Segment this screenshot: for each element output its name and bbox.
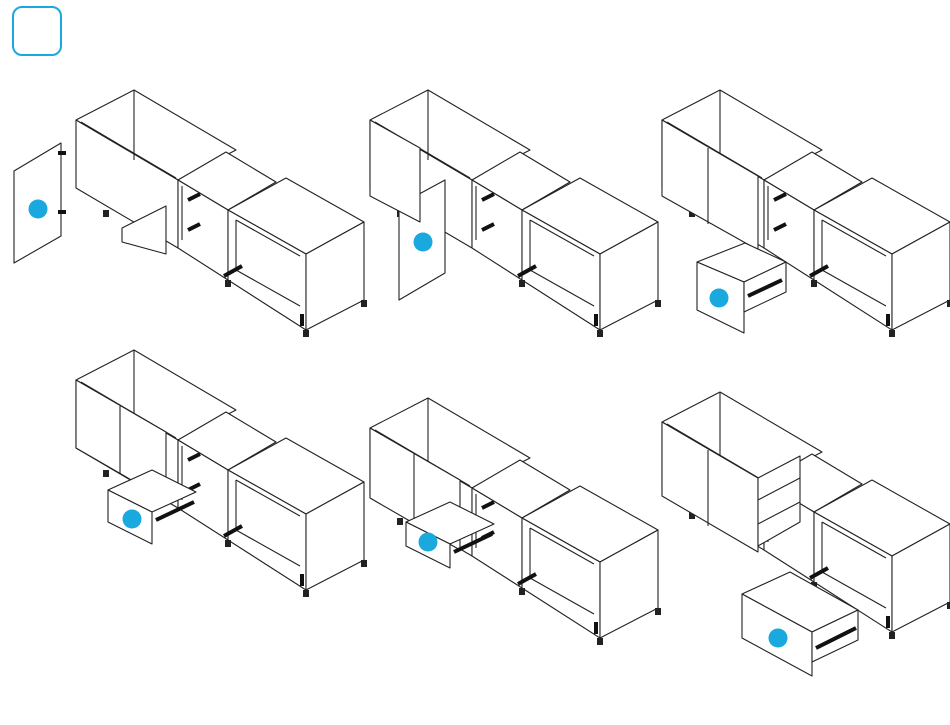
step-marker-dot bbox=[769, 629, 788, 648]
cabinet-foot bbox=[397, 518, 403, 525]
step-marker-dot bbox=[29, 200, 48, 219]
cabinet-foot bbox=[303, 330, 309, 337]
cabinet-foot bbox=[655, 300, 661, 307]
cabinet-foot bbox=[225, 280, 231, 287]
panel-1 bbox=[14, 90, 367, 337]
cabinet-foot bbox=[225, 540, 231, 547]
cabinet-foot bbox=[361, 560, 367, 567]
cabinet-foot bbox=[889, 330, 895, 337]
step-marker-dot bbox=[123, 510, 142, 529]
panel-5 bbox=[370, 398, 661, 645]
panel-2 bbox=[370, 90, 661, 337]
cabinet-foot bbox=[519, 280, 525, 287]
panel-6 bbox=[662, 392, 950, 676]
cabinet-foot bbox=[303, 590, 309, 597]
cabinet-foot bbox=[597, 638, 603, 645]
cabinet-foot bbox=[655, 608, 661, 615]
step-marker-dot bbox=[710, 289, 729, 308]
cabinet-foot bbox=[361, 300, 367, 307]
cabinet-foot bbox=[519, 588, 525, 595]
cabinet-foot bbox=[103, 210, 109, 217]
cabinet-foot bbox=[597, 330, 603, 337]
cabinet-foot bbox=[103, 470, 109, 477]
panel-3 bbox=[662, 90, 950, 337]
step-marker-dot bbox=[419, 533, 438, 552]
cabinet-foot bbox=[889, 632, 895, 639]
step-marker-dot bbox=[414, 233, 433, 252]
cabinet-foot bbox=[811, 280, 817, 287]
panel-4 bbox=[76, 350, 367, 597]
